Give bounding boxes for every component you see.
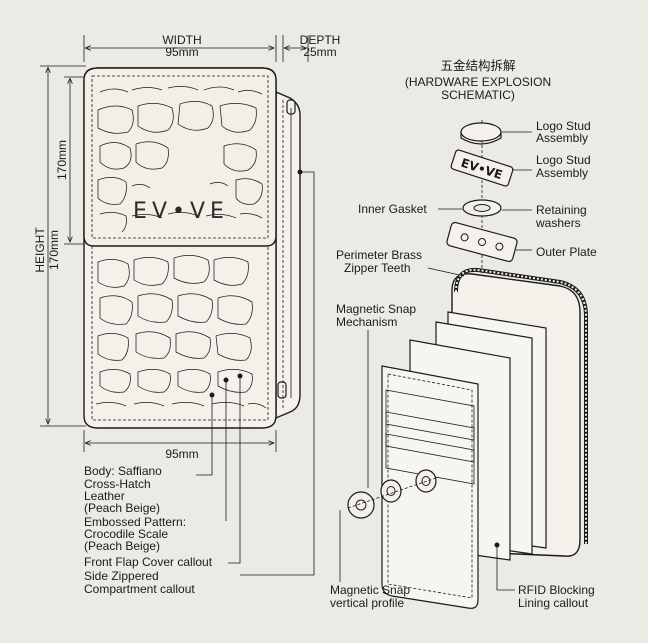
int-rfid-2: Lining callout (518, 596, 589, 610)
width-label: WIDTH (162, 33, 201, 47)
int-snap-mech-1: Magnetic Snap (336, 302, 416, 316)
callout-body-3: Leather (84, 489, 125, 503)
height-label: HEIGHT (33, 227, 47, 273)
interior-exploded-view (339, 267, 588, 609)
hw-logo-stud-2: Assembly (536, 131, 588, 145)
hardware-title-cn: 五金结构拆解 (440, 58, 515, 73)
callout-side-1: Side Zippered (84, 569, 159, 583)
callout-emb-3: (Peach Beige) (84, 539, 160, 553)
height-dimension: HEIGHT 170mm (33, 65, 86, 427)
callout-body-2: Cross-Hatch (84, 477, 151, 491)
inner-height-dimension: 170mm (55, 76, 86, 245)
callout-emb-1: Embossed Pattern: (84, 515, 186, 529)
hw-logo-stud-1: Logo Stud (536, 119, 591, 133)
int-rfid-1: RFID Blocking (518, 583, 595, 597)
hw-retaining-1: Retaining (536, 203, 587, 217)
wallet-logo: EV•VE (133, 199, 229, 224)
hw-logo-stud-b1: Logo Stud (536, 153, 591, 167)
inner-height-value: 170mm (55, 140, 69, 180)
hardware-title-en-2: SCHEMATIC) (441, 88, 515, 102)
callout-body-4: (Peach Beige) (84, 501, 160, 515)
depth-label: DEPTH (300, 33, 341, 47)
hw-retaining-2: washers (535, 216, 581, 230)
left-callout-lines (196, 169, 315, 576)
hw-outer-plate: Outer Plate (536, 245, 597, 259)
depth-value: 25mm (303, 45, 336, 59)
height-value: 170mm (47, 230, 61, 270)
hw-inner-gasket: Inner Gasket (358, 202, 427, 216)
crocodile-scale-pattern (95, 86, 267, 409)
width-dimension: WIDTH 95mm (83, 33, 277, 62)
bottom-width-dimension: 95mm (83, 430, 277, 461)
int-zipper-2: Zipper Teeth (344, 261, 411, 275)
int-snap-profile-2: vertical profile (330, 596, 404, 610)
int-snap-profile-1: Magnetic Snap (330, 583, 410, 597)
hw-logo-stud-b2: Assembly (536, 166, 588, 180)
callout-emb-2: Crocodile Scale (84, 527, 168, 541)
callout-side-2: Compartment callout (84, 582, 195, 596)
int-zipper-1: Perimeter Brass (336, 248, 422, 262)
callout-body-1: Body: Saffiano (84, 464, 162, 478)
width-value: 95mm (165, 45, 198, 59)
wallet-front-view: EV•VE (83, 67, 301, 429)
callout-flap: Front Flap Cover callout (84, 555, 213, 569)
depth-dimension: DEPTH 25mm (282, 33, 341, 62)
int-snap-mech-2: Mechanism (336, 315, 397, 329)
bottom-width-value: 95mm (165, 447, 198, 461)
hardware-title-en-1: (HARDWARE EXPLOSION (405, 75, 551, 89)
